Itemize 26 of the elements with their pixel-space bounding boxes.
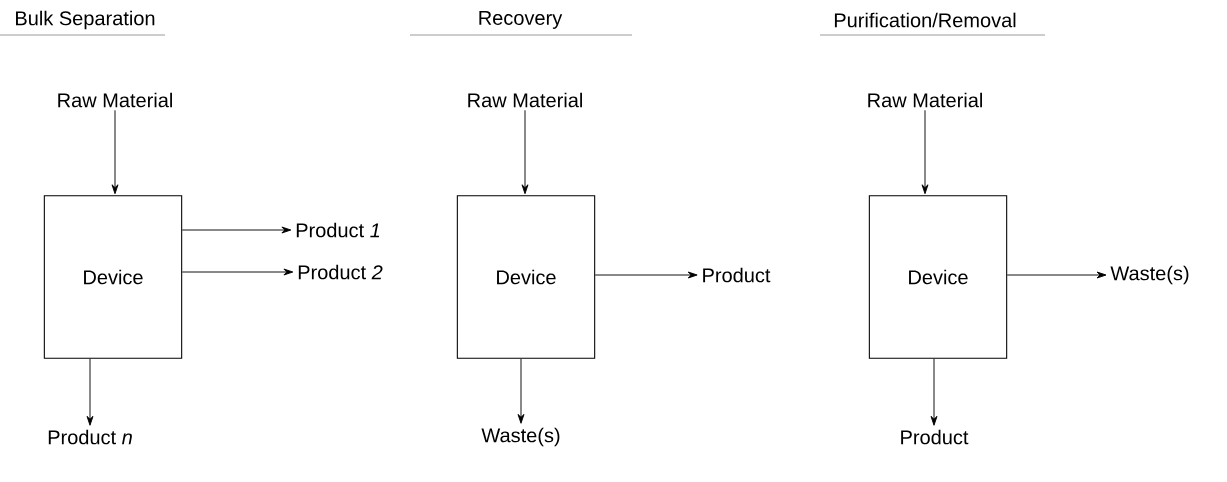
stream-label: Raw Material xyxy=(58,92,172,108)
arrow xyxy=(594,271,698,279)
stream-label: Product n xyxy=(48,429,132,445)
device-box: Device xyxy=(43,195,183,359)
stream-label: Product xyxy=(703,267,771,283)
stream-label: Product 1 xyxy=(296,222,380,238)
arrow xyxy=(181,226,292,234)
stream-label: Waste(s) xyxy=(481,427,560,447)
panel-heading: Recovery xyxy=(409,11,633,36)
arrow xyxy=(181,268,294,276)
stream-label: Raw Material xyxy=(868,92,982,108)
device-box: Device xyxy=(456,195,596,359)
arrow xyxy=(921,109,929,195)
arrow xyxy=(1006,271,1107,279)
arrow xyxy=(111,109,119,195)
arrow xyxy=(521,109,529,195)
device-box: Device xyxy=(868,195,1008,359)
stream-label: Waste(s) xyxy=(1110,265,1189,285)
arrow xyxy=(930,358,938,426)
stream-label: Raw Material xyxy=(468,92,582,108)
panel-heading: Purification/Removal xyxy=(819,12,1046,36)
stream-label: Product xyxy=(901,429,969,445)
stream-label: Product 2 xyxy=(298,264,383,280)
arrow xyxy=(86,358,94,426)
arrow xyxy=(517,358,525,424)
panel-heading: Bulk Separation xyxy=(0,10,166,36)
